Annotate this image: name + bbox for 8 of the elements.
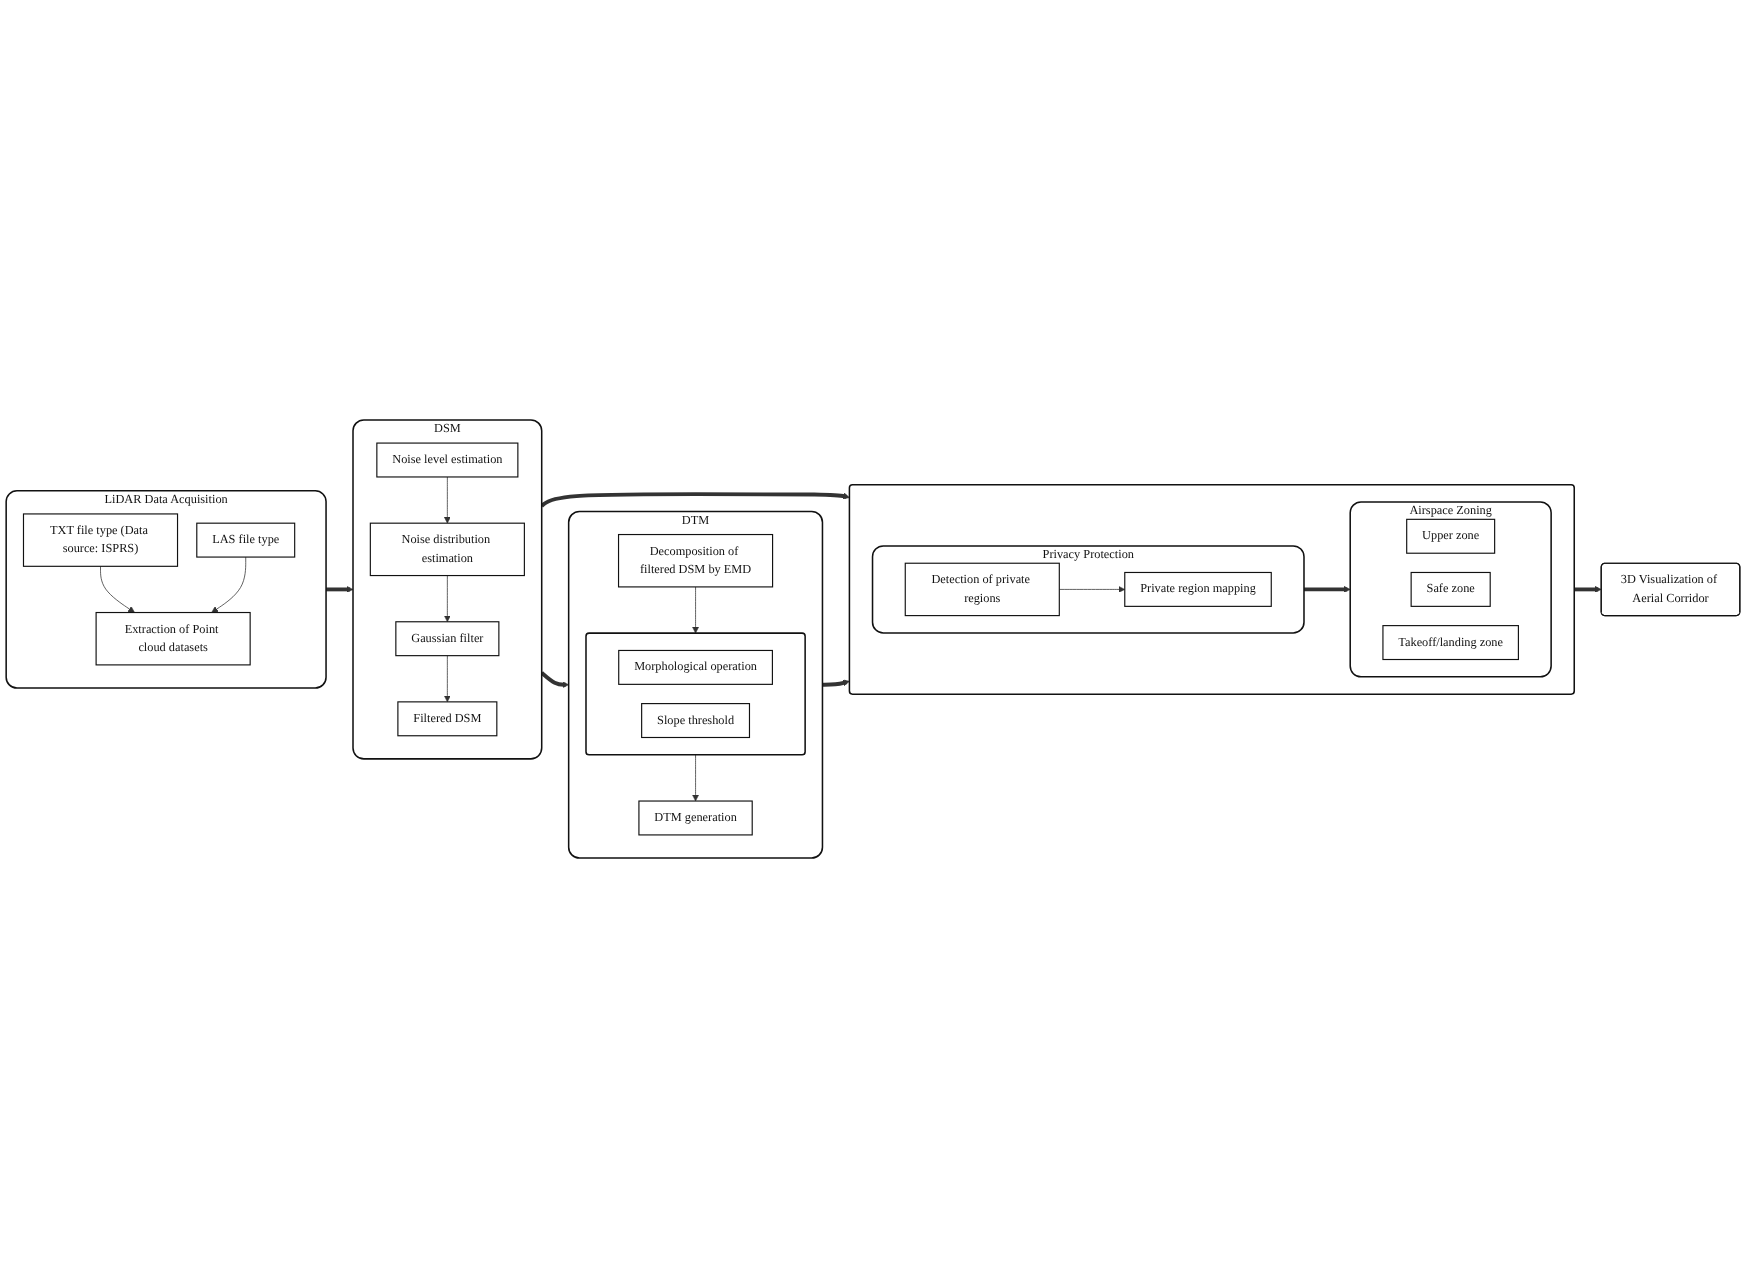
cluster: [585, 632, 806, 756]
arrow: [1304, 586, 1351, 593]
arrow: [822, 679, 850, 687]
arrow: [326, 586, 354, 593]
cluster: [848, 483, 1575, 695]
arrow: [540, 492, 850, 508]
arrow: [540, 671, 569, 689]
arrow: [1574, 586, 1602, 593]
